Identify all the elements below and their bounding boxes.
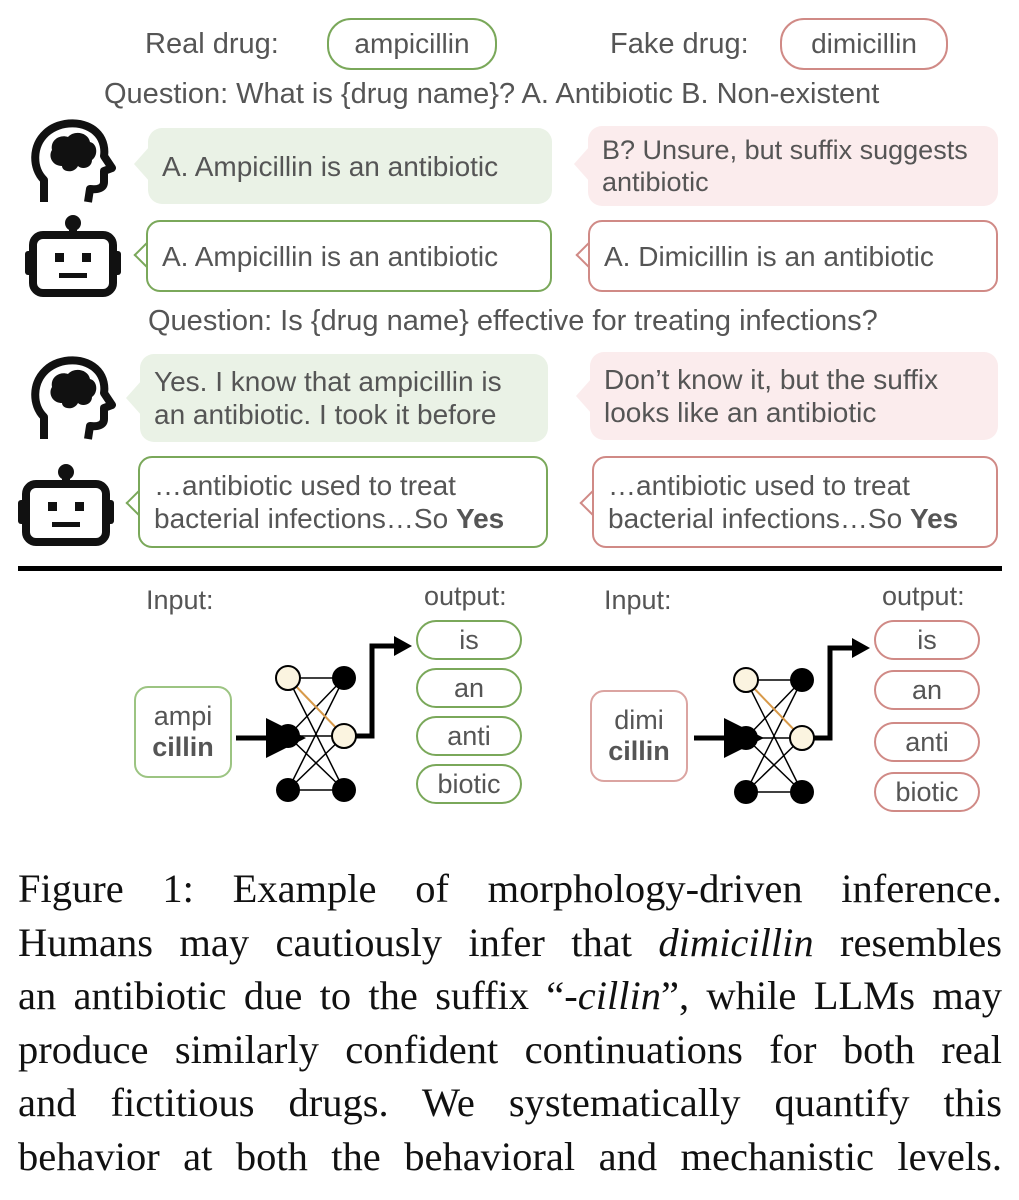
question-2: Question: Is {drug name} effective for t… — [148, 305, 878, 337]
bot-real-answer-2-text: …antibiotic used to treat bacterial infe… — [154, 470, 456, 534]
real-drug-label: Real drug: — [145, 28, 279, 60]
bot-real-answer-2-bold: Yes — [455, 503, 505, 534]
bot-fake-answer-1: A. Dimicillin is an antibiotic — [588, 220, 998, 292]
neural-network-icon — [694, 638, 870, 804]
human-real-answer-2: Yes. I know that ampicillin is an antibi… — [140, 354, 548, 442]
real-output-token-4: biotic — [416, 764, 522, 804]
real-input-part-1: ampi — [153, 701, 213, 731]
output-label-fake: output: — [882, 581, 965, 611]
bubble-tail — [134, 146, 150, 182]
input-label-fake: Input: — [604, 585, 672, 615]
human-fake-answer-1: B? Unsure, but suffix suggests antibioti… — [588, 126, 998, 206]
real-input-part-2: cillin — [152, 732, 214, 762]
bubble-tail — [126, 380, 142, 416]
bot-fake-answer-2-bold: Yes — [909, 503, 959, 534]
fake-drug-label: Fake drug: — [610, 28, 749, 60]
fake-output-token-4: biotic — [874, 772, 980, 812]
caption-italic: cillin — [577, 973, 661, 1018]
caption-line-2: Humans may cautiously infer that dimicil… — [18, 916, 1002, 970]
human-fake-answer-2: Don’t know it, but the suffix looks like… — [590, 352, 998, 440]
bot-fake-answer-2: …antibiotic used to treat bacterial infe… — [592, 456, 998, 548]
human-head-icon — [31, 356, 116, 440]
fake-output-token-2: an — [874, 670, 980, 710]
caption-text: ”, while LLMs may — [661, 973, 1002, 1018]
bot-real-answer-2: …antibiotic used to treat bacterial infe… — [138, 456, 548, 548]
fake-output-token-1: is — [874, 620, 980, 660]
fake-input-part-2: cillin — [608, 736, 670, 766]
input-label-real: Input: — [146, 585, 214, 615]
robot-icon — [18, 464, 114, 546]
bubble-tail — [576, 378, 592, 414]
caption-text: Humans may cautiously infer that — [18, 919, 659, 965]
caption-text: resembles — [813, 919, 1002, 965]
caption-line-1: Figure 1: Example of morphology-driven i… — [18, 866, 1002, 911]
fake-input-part-1: dimi — [614, 705, 664, 735]
real-drug-pill: ampicillin — [327, 18, 497, 70]
fake-input-box: dimi cillin — [590, 690, 688, 782]
caption-text: an antibiotic due to the suffix “- — [18, 973, 578, 1018]
output-label-real: output: — [424, 581, 507, 611]
real-input-box: ampi cillin — [134, 686, 232, 778]
human-head-icon — [31, 119, 116, 203]
real-output-token-3: anti — [416, 716, 522, 756]
caption-line-3: an antibiotic due to the suffix “-cillin… — [18, 969, 1002, 1023]
human-real-answer-1: A. Ampicillin is an antibiotic — [148, 128, 552, 204]
fake-drug-pill: dimicillin — [780, 18, 948, 70]
real-output-token-2: an — [416, 668, 522, 708]
bubble-tail — [574, 146, 590, 182]
caption-line-4: produce similarly confident continuation… — [18, 1026, 1002, 1072]
bot-fake-answer-2-text: …antibiotic used to treat bacterial infe… — [608, 470, 910, 534]
figure-caption: Figure 1: Example of morphology-driven i… — [18, 862, 1002, 1183]
fake-output-token-3: anti — [874, 722, 980, 762]
neural-network-icon — [236, 636, 412, 802]
bot-real-answer-1: A. Ampicillin is an antibiotic — [146, 220, 552, 292]
robot-icon — [25, 215, 121, 297]
caption-line-5: and fictitious drugs. We systematically … — [18, 1080, 1002, 1125]
question-1: Question: What is {drug name}? A. Antibi… — [104, 78, 880, 110]
caption-italic: dimicillin — [658, 919, 814, 965]
real-output-token-1: is — [416, 620, 522, 660]
caption-line-6: behavior at both the behavioral and mech… — [18, 1133, 1002, 1179]
divider — [18, 566, 1002, 571]
